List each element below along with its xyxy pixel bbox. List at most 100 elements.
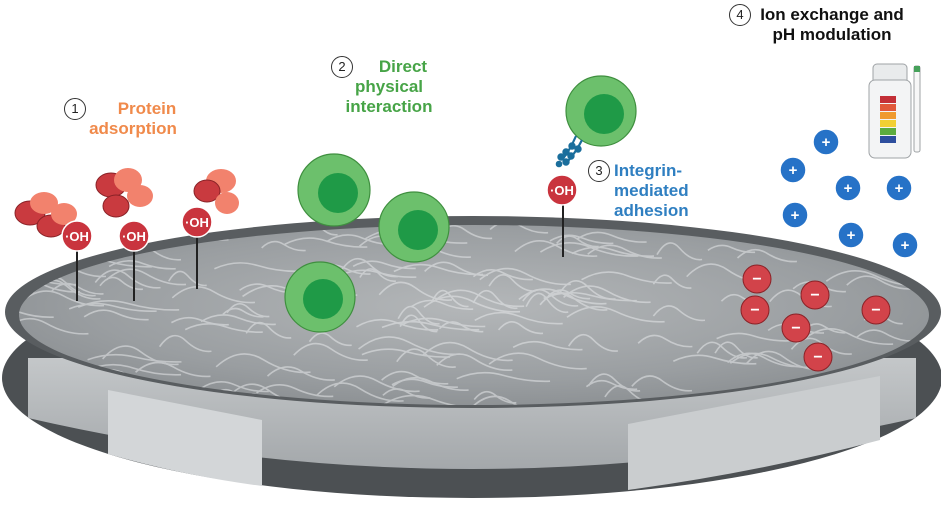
surface-ripple — [423, 295, 521, 313]
ph-test-kit — [868, 63, 921, 159]
surface-ripple — [525, 292, 569, 314]
disk-surface — [19, 225, 929, 405]
cation: + — [837, 221, 865, 249]
surface-ripple — [571, 246, 655, 257]
cell — [565, 75, 637, 147]
hydroxyl-label: ·OH — [65, 229, 89, 244]
step-4-number: 4 — [729, 4, 751, 26]
label-line: Protein — [117, 99, 177, 118]
surface-ripple — [361, 348, 451, 358]
surface-ripple — [21, 290, 105, 307]
anions: −−−−−− — [740, 264, 891, 372]
step-1-number: 1 — [64, 98, 86, 120]
surface-ripple — [245, 321, 292, 339]
cation: + — [885, 174, 913, 202]
surface-ripple — [393, 263, 484, 276]
surface-ripple — [729, 352, 814, 369]
surface-ripple — [846, 275, 913, 290]
cation-symbol: + — [901, 237, 910, 254]
anion: − — [781, 313, 811, 343]
step-3-number: 3 — [588, 160, 610, 182]
cation-symbol: + — [895, 180, 904, 197]
cation: + — [834, 174, 862, 202]
surface-ripple — [261, 240, 306, 252]
anion-symbol: − — [813, 349, 822, 366]
hydroxyl-group: ·OH — [546, 174, 578, 206]
surface-ripple — [576, 231, 647, 243]
cell — [284, 261, 356, 333]
cell — [378, 191, 450, 263]
surface-ripple — [652, 274, 692, 289]
surface-ripple — [472, 269, 533, 281]
surface-ripple — [566, 306, 665, 323]
surface-ripple — [585, 379, 638, 391]
surface-ripple — [222, 307, 264, 318]
surface-ripple — [19, 309, 54, 319]
surface-ripple — [171, 286, 256, 304]
surface-ripple — [315, 382, 404, 402]
surface-ripple — [879, 225, 923, 232]
surface-ripple — [83, 309, 149, 321]
surface-ripple — [284, 237, 368, 248]
surface-ripple — [399, 314, 438, 333]
anion-symbol: − — [752, 271, 761, 288]
surface-ripple — [707, 244, 756, 254]
surface-ripple — [422, 341, 513, 362]
surface-ripple — [456, 371, 551, 383]
surface-ripple — [543, 291, 637, 302]
ph-color-scale — [880, 96, 896, 143]
disk-wall-panel-mid — [628, 376, 880, 490]
surface-ripple — [433, 289, 525, 308]
surface-ripple — [587, 373, 641, 392]
surface-ripple — [672, 354, 757, 365]
surface-ripple — [549, 234, 614, 245]
anion: − — [742, 264, 772, 294]
surface-ripple — [855, 329, 915, 342]
cation-symbol: + — [822, 134, 831, 151]
surface-ripple — [296, 225, 338, 236]
cell — [297, 153, 371, 227]
hydroxyl-group: ·OH — [118, 220, 150, 252]
surface-ripple — [539, 242, 639, 257]
protein-molecule — [193, 169, 239, 214]
direct-interaction-cells — [284, 153, 450, 333]
surface-ripple — [68, 302, 157, 313]
surface-ripple — [411, 299, 474, 310]
surface-ripple — [488, 274, 536, 292]
surface-ripple — [352, 260, 416, 270]
protein-molecule — [14, 192, 77, 238]
surface-ripple — [727, 352, 800, 368]
integrin-mediated-adhesion-label: Integrin- mediated adhesion — [614, 161, 724, 221]
surface-ripple — [381, 370, 449, 385]
anion-symbol: − — [810, 287, 819, 304]
surface-ripple — [381, 320, 480, 331]
surface-ripple — [431, 289, 469, 308]
surface-ripple — [340, 257, 399, 278]
label-line: interaction — [345, 97, 433, 116]
surface-ripple — [184, 323, 263, 333]
surface-ripple — [736, 248, 797, 263]
cations: +++++++ — [779, 128, 919, 259]
surface-ripple — [637, 334, 693, 348]
hydroxyl-group: ·OH — [61, 220, 93, 252]
surface-ripple — [567, 333, 618, 352]
surface-ripple — [396, 348, 456, 368]
surface-ripple — [470, 395, 551, 405]
surface-ripple — [631, 375, 693, 392]
anion-symbol: − — [750, 302, 759, 319]
surface-ripple — [479, 267, 571, 286]
surface-ripple — [135, 361, 211, 378]
surface-ripple — [77, 300, 180, 311]
label-line: Ion exchange and — [760, 5, 904, 24]
surface-ripple — [293, 342, 368, 362]
surface-ripple — [581, 271, 672, 284]
surface-ripple — [714, 341, 758, 359]
surface-ripple — [384, 394, 481, 405]
surface-ripple — [200, 314, 276, 326]
label-line: mediated — [614, 181, 689, 200]
surface-ripple — [563, 285, 651, 304]
surface-ripple — [266, 366, 335, 381]
surface-ripple — [474, 311, 563, 325]
label-line: pH modulation — [772, 25, 892, 44]
